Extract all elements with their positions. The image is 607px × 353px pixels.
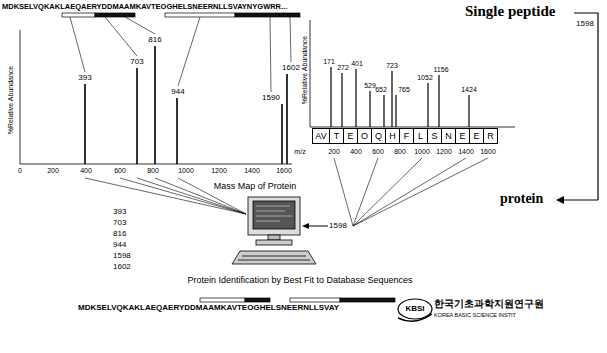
sequence-text: MDKSELVQKAKLAEQAERYDDMAAMKAVTEOGHELSNEER…: [2, 3, 287, 11]
peak-mass: 1598: [576, 20, 594, 28]
peak-mass: 393: [78, 74, 91, 82]
residue-box: S: [427, 128, 442, 144]
peak-mass: 529: [364, 82, 376, 89]
axis-tick: 400: [80, 167, 92, 174]
peak-mass: 1602: [282, 64, 300, 72]
residue-box: AV: [312, 128, 330, 144]
axis-tick: 200: [47, 167, 59, 174]
axis-tick: 1400: [244, 167, 260, 174]
residue-box: E: [343, 128, 358, 144]
residue-box: N: [441, 128, 456, 144]
peak-mass: 816: [148, 36, 161, 44]
axis-tick: 1600: [276, 167, 292, 174]
residue-box: L: [413, 128, 428, 144]
mass-list-item: 393: [113, 208, 126, 216]
residue-box: Q: [371, 128, 386, 144]
residue-letter: S: [431, 132, 437, 141]
residue-box: F: [399, 128, 414, 144]
sequence-text: MDKSELVQKAKLAEQAERYDDMAAMKAVTEOGHELSNEER…: [78, 304, 339, 312]
mass-list-item: 1602: [113, 263, 131, 271]
residue-letter: R: [487, 132, 494, 141]
peak-mass: 1156: [433, 66, 448, 73]
residue-box: O: [357, 128, 372, 144]
residue-letter: F: [404, 132, 410, 141]
peak-mass: 1052: [417, 74, 433, 81]
peak-mass: 1424: [461, 86, 477, 93]
mass-list-item: 816: [113, 230, 126, 238]
residue-box: R: [483, 128, 498, 144]
axis-title: %Relative Abundance: [301, 36, 308, 105]
peak-mass: 723: [386, 62, 398, 69]
axis-tick: 600: [114, 167, 126, 174]
logo-mark: KBSI: [405, 305, 424, 313]
residue-box: T: [329, 128, 344, 144]
residue-letter: O: [361, 132, 368, 141]
axis-title: %Relative Abundance: [7, 66, 14, 135]
axis-tick: 1200: [211, 167, 227, 174]
heading-text: Protein Identification by Best Fit to Da…: [187, 276, 412, 285]
peak-mass: 272: [337, 64, 349, 71]
residue-letter: L: [418, 132, 423, 141]
axis-tick: 1600: [480, 148, 496, 155]
residue-letter: E: [459, 132, 465, 141]
logo-text: 한국기초과학지원연구원: [434, 299, 544, 309]
axis-tick: 0: [18, 167, 22, 174]
axis-tick: 200: [328, 148, 340, 155]
peak-mass: 652: [375, 86, 387, 93]
axis-tick: 1000: [414, 148, 430, 155]
residue-letter: N: [445, 132, 452, 141]
residue-letter: E: [473, 132, 479, 141]
heading-text: Mass Map of Protein: [214, 182, 297, 191]
residue-box: E: [469, 128, 484, 144]
axis-tick: 600: [372, 148, 384, 155]
residue-letter: T: [334, 132, 340, 141]
peak-mass: 401: [351, 60, 363, 67]
axis-tick: 1000: [178, 167, 194, 174]
axis-tick: 400: [350, 148, 362, 155]
axis-tick: 800: [147, 167, 159, 174]
residue-letter: H: [389, 132, 396, 141]
mass-list-item: 944: [113, 241, 126, 249]
axis-tick: m/z: [294, 148, 305, 155]
residue-letter: AV: [315, 132, 326, 141]
callout-text: Single peptide: [465, 4, 555, 19]
axis-tick: 1400: [458, 148, 474, 155]
residue-letter: E: [347, 132, 353, 141]
mass-list-item: 1598: [113, 252, 131, 260]
peak-mass: 703: [130, 58, 143, 66]
peak-mass: 1590: [262, 94, 280, 102]
callout-text: protein: [500, 192, 543, 206]
axis-tick: 1200: [436, 148, 452, 155]
axis-tick: 800: [394, 148, 406, 155]
residue-box: H: [385, 128, 400, 144]
peak-mass: 171: [323, 58, 335, 65]
peak-mass: 1598: [329, 222, 347, 230]
mass-list-item: 703: [113, 219, 126, 227]
peak-mass: 944: [171, 88, 184, 96]
logo-text: KOREA BASIC SCIENCE INSTIT: [434, 313, 516, 319]
residue-letter: Q: [375, 132, 382, 141]
residue-box: E: [455, 128, 470, 144]
peak-mass: 765: [398, 86, 410, 93]
